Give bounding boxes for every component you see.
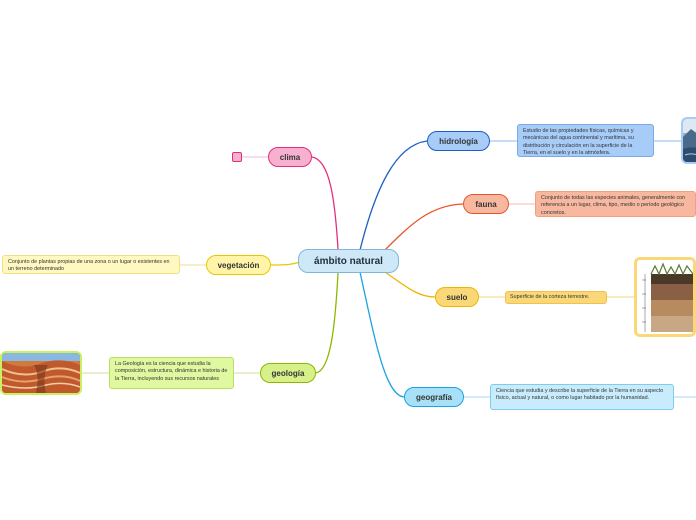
note-geografia[interactable]: Ciencia que estudia y describe la superf… — [490, 384, 674, 410]
note-suelo[interactable]: Superficie de la corteza terrestre. — [505, 291, 607, 304]
link-fauna — [385, 204, 463, 250]
water-image[interactable] — [681, 117, 696, 164]
link-vegetacion — [271, 262, 300, 265]
topic-clima[interactable]: clima — [268, 147, 312, 167]
canyon-rock-icon — [2, 353, 80, 393]
topic-fauna[interactable]: fauna — [463, 194, 509, 214]
soil-image[interactable] — [634, 257, 696, 337]
topic-hidrologia[interactable]: hidrología — [427, 131, 490, 151]
central-topic[interactable]: ámbito natural — [298, 249, 399, 273]
clima-empty-subtopic[interactable] — [232, 152, 242, 162]
note-geologia[interactable]: La Geología es la ciencia que estudia la… — [109, 357, 234, 389]
topic-geografia[interactable]: geografía — [404, 387, 464, 407]
link-suelo — [385, 272, 435, 297]
link-clima — [312, 157, 338, 249]
rock-formation-image[interactable] — [0, 351, 82, 395]
topic-suelo[interactable]: suelo — [435, 287, 479, 307]
topic-geologia[interactable]: geología — [260, 363, 316, 383]
soil-profile-icon — [637, 260, 693, 334]
link-geografia — [360, 272, 404, 397]
link-hidrologia — [360, 141, 427, 250]
water-landscape-icon — [683, 119, 696, 164]
topic-vegetacion[interactable]: vegetación — [206, 255, 271, 275]
note-fauna[interactable]: Conjunto de todas las especies animales,… — [535, 191, 696, 217]
note-hidrologia[interactable]: Estudio de las propiedades físicas, quím… — [517, 124, 654, 157]
link-geologia — [316, 273, 338, 373]
note-vegetacion[interactable]: Conjunto de plantas propias de una zona … — [2, 255, 180, 274]
